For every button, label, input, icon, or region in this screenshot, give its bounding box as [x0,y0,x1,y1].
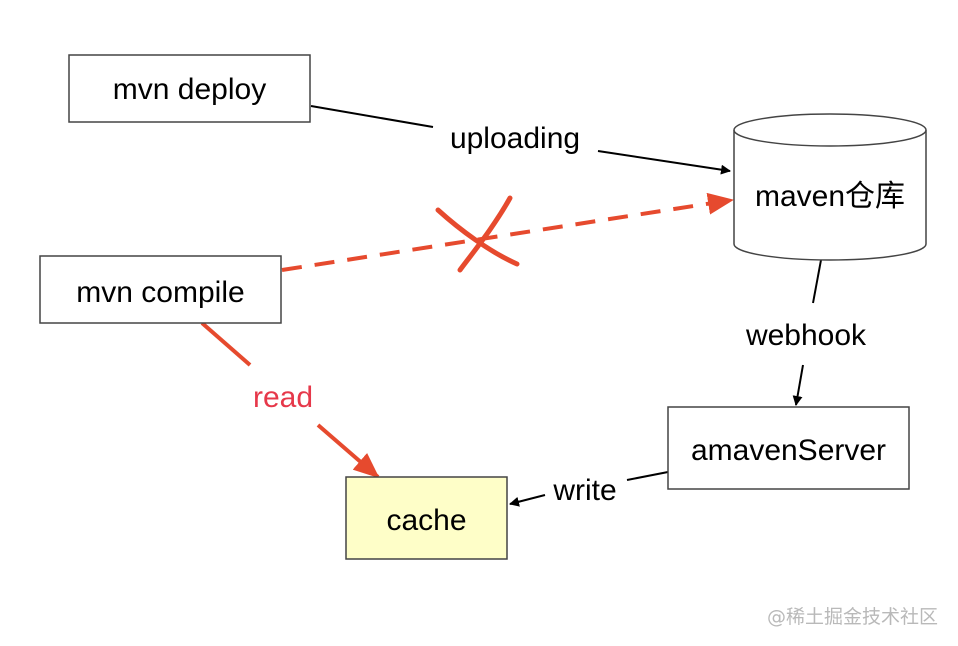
write-label: write [552,474,616,507]
amaven-server-box [667,406,910,490]
read-line-2 [316,423,380,479]
amaven-server-label: amavenServer [691,434,886,467]
dashed-red-arrow [281,192,734,272]
read-label: read [253,381,313,414]
red-cross-icon-stroke [457,195,513,273]
mvn-compile-label: mvn compile [76,276,244,309]
edge-read: read [200,321,380,479]
watermark-text: @稀土掘金技术社区 [767,606,938,628]
maven-repo-cylinder-top [733,113,927,147]
mvn-deploy-label: mvn deploy [113,73,266,106]
uploading-line-1 [310,105,434,128]
node-maven-repo: maven仓库 [733,113,927,261]
maven-repo-cylinder-body [733,130,927,261]
cache-label: cache [386,504,466,537]
node-mvn-compile: mvn compile [39,255,282,324]
read-line-1 [200,321,252,367]
write-line-1 [626,471,669,481]
uploading-line-2 [597,150,731,175]
mvn-compile-box [39,255,282,324]
uploading-label: uploading [450,122,580,155]
node-mvn-deploy: mvn deploy [68,54,311,123]
mvn-deploy-box [68,54,311,123]
webhook-line-1 [812,259,822,304]
edge-uploading: uploading [310,105,731,175]
node-cache: cache [345,476,508,560]
webhook-label: webhook [745,319,867,352]
red-cross-icon [435,207,520,267]
edge-write: write [509,471,669,507]
edge-compile-to-repo-blocked [281,192,734,273]
webhook-line-2 [792,364,804,406]
write-line-2 [509,494,546,507]
node-amaven-server: amavenServer [667,406,910,490]
edge-webhook: webhook [745,259,867,406]
cache-box [345,476,508,560]
maven-repo-label: maven仓库 [755,180,905,213]
